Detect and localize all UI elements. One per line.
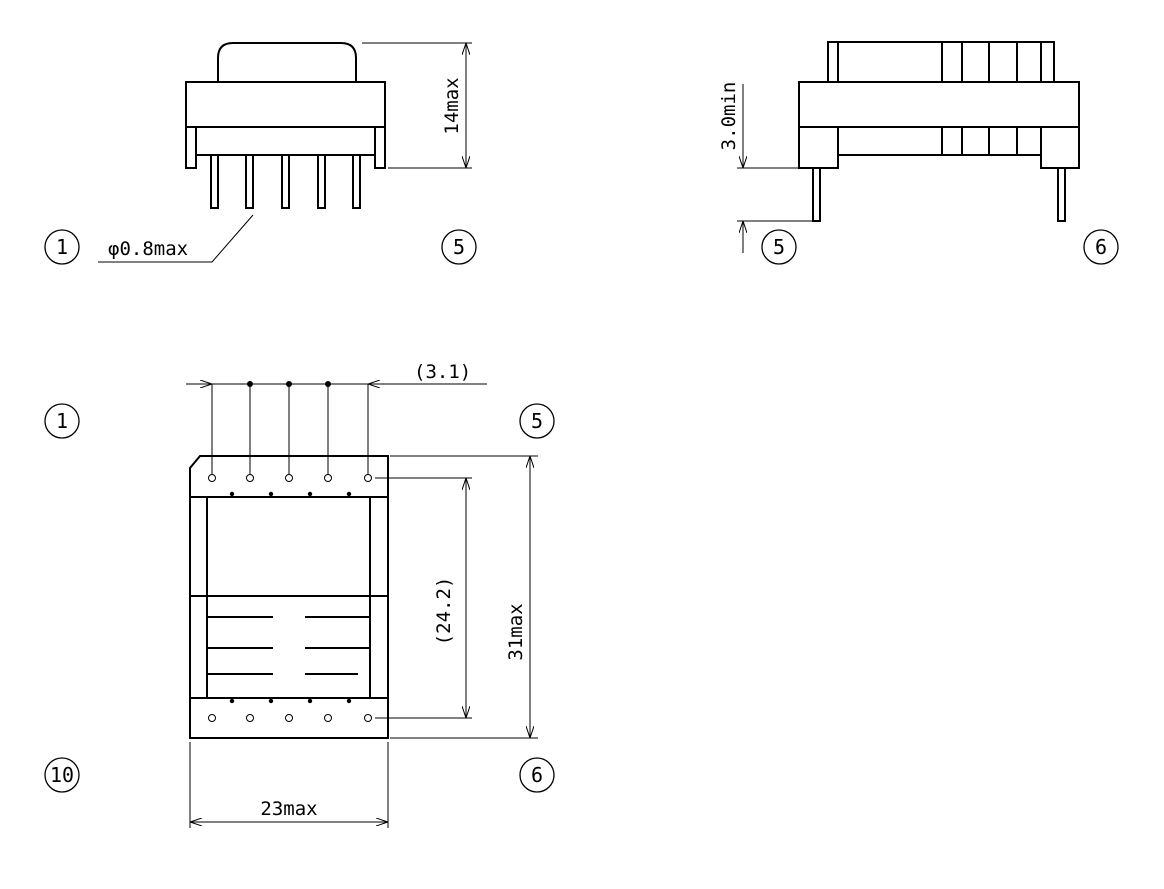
height-dimension-label: 14max: [441, 77, 463, 134]
top-standoff-dots: [229, 491, 352, 497]
side-view-pin-5: [812, 167, 821, 222]
front-view-pins: [210, 154, 361, 209]
front-view: 14max φ0.8max 1 5: [44, 42, 477, 265]
side-view: 3.0min 5 6: [718, 41, 1119, 265]
side-view-pin-6: [1057, 167, 1066, 222]
side-pin-5-marker: [761, 229, 797, 265]
bottom-pin-1-marker: [44, 403, 80, 439]
bottom-pin-holes: [208, 714, 372, 722]
bottom-view-outline: [189, 455, 389, 739]
front-view-core: [217, 42, 357, 82]
bottom-standoff-dots: [229, 698, 352, 704]
front-pin-5-label: 5: [453, 235, 465, 259]
front-view-body: [185, 81, 386, 128]
front-pin-1-label: 1: [56, 235, 68, 259]
pin-diameter-label: φ0.8max: [108, 238, 188, 260]
pin-diameter-leader: [98, 214, 254, 263]
side-pin-6-marker: [1083, 229, 1119, 265]
bottom-view: (3.1) (24.2) 31max 23max 1 5 10 6: [44, 361, 555, 828]
front-pin-5-marker: [441, 229, 477, 265]
side-view-left-foot: [798, 126, 839, 169]
row-spacing-dimension-label: (24.2): [433, 577, 455, 646]
front-view-left-foot: [185, 126, 197, 169]
pitch-dimension-label: (3.1): [414, 361, 471, 383]
pitch-extension-lines: [211, 384, 369, 474]
bottom-pin-6-marker: [519, 757, 555, 793]
bottom-pin-10-marker: [44, 757, 80, 793]
side-pin-6-label: 6: [1095, 235, 1107, 259]
bottom-pin-10-label: 10: [50, 763, 74, 787]
standoff-dimension-label: 3.0min: [718, 82, 740, 151]
side-pin-5-label: 5: [773, 235, 785, 259]
front-view-right-foot: [374, 126, 386, 169]
side-view-core-bottom: [837, 126, 1042, 156]
winding-lines: [207, 616, 370, 675]
bottom-pin-5-label: 5: [531, 409, 543, 433]
side-view-body: [798, 81, 1080, 128]
front-pin-1-marker: [44, 229, 80, 265]
side-view-right-foot: [1040, 126, 1080, 169]
length-dimension-label: 31max: [505, 603, 527, 660]
bottom-pin-5-marker: [519, 403, 555, 439]
top-pin-holes: [208, 474, 372, 482]
bottom-pin-6-label: 6: [531, 763, 543, 787]
width-dimension-label: 23max: [260, 798, 317, 820]
bottom-pin-1-label: 1: [56, 409, 68, 433]
